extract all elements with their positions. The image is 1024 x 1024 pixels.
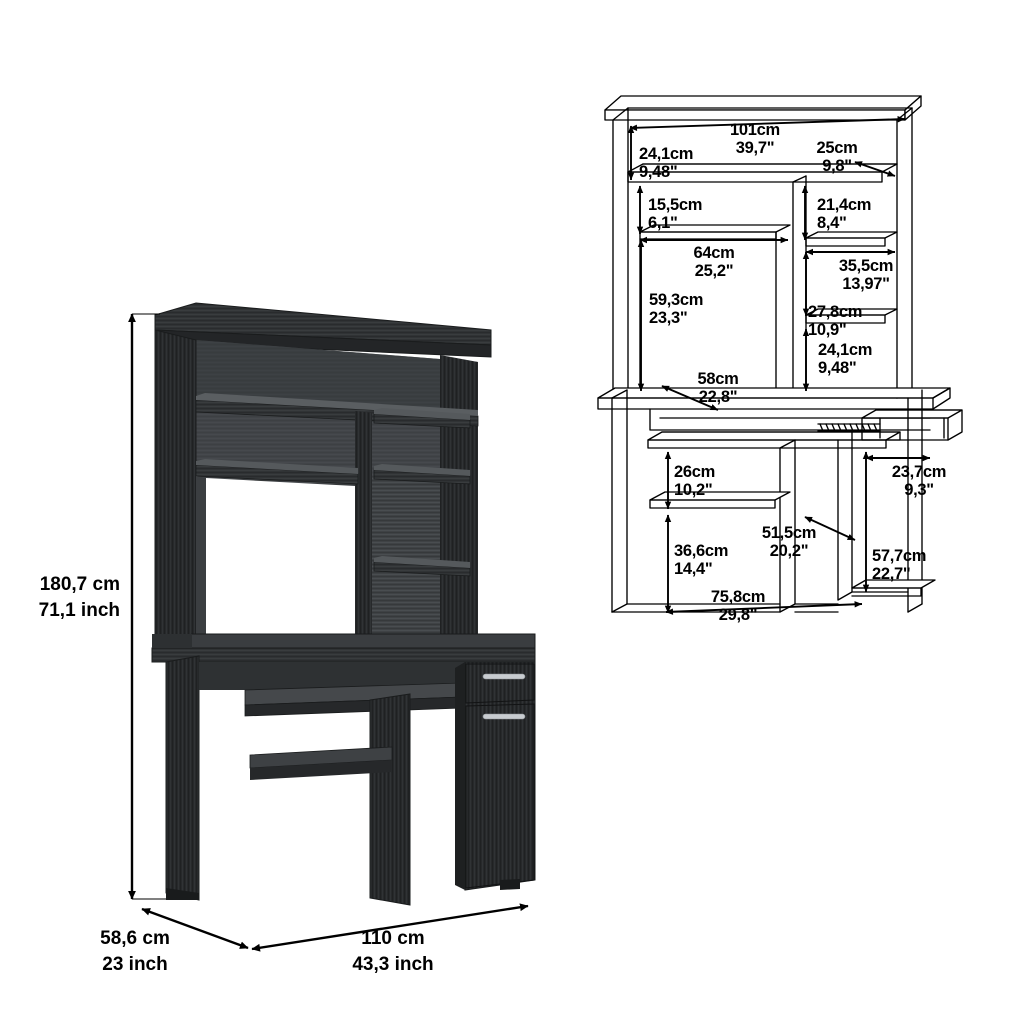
overall-depth-label: 58,6 cm 23 inch (65, 926, 205, 977)
dim-26cm-value: 26cm (674, 463, 716, 481)
dim-label-241cm-bottom: 24,1cm 9,48" (818, 341, 910, 378)
dim-237cm-inch: 9,3" (904, 480, 934, 499)
desk-render-geometry (151, 302, 536, 906)
dim-758cm-inch: 29,8" (718, 605, 758, 624)
dim-64cm-value: 64cm (693, 244, 735, 262)
dim-label-241cm-top: 24,1cm 9,48" (639, 145, 729, 182)
dim-101cm-value: 101cm (730, 121, 780, 139)
render-dimension-arrows (128, 313, 529, 952)
overall-depth-inch: 23 inch (102, 953, 168, 975)
hutch-center-divider (355, 411, 372, 640)
desk-drawer-bottom-handle (482, 713, 526, 720)
dim-label-155cm: 15,5cm 6,1" (648, 196, 734, 233)
dim-58cm-inch: 22,8" (698, 387, 738, 406)
dim-237cm-value: 23,7cm (891, 463, 947, 481)
dim-label-64cm: 64cm 25,2" (660, 244, 768, 281)
depth-dim-line (141, 907, 249, 950)
dim-label-515cm: 51,5cm 20,2" (742, 524, 836, 561)
dim-241cm-top-inch: 9,48" (639, 162, 678, 181)
width-dim-line (251, 903, 529, 952)
dim-label-58cm: 58cm 22,8" (675, 370, 761, 407)
dim-155cm-inch: 6,1" (648, 213, 678, 232)
overall-width-inch: 43,3 inch (352, 953, 434, 975)
dim-58-line (661, 385, 719, 411)
dim-355cm-value: 35,5cm (838, 257, 894, 275)
dim-101-line (629, 116, 906, 131)
dim-214cm-value: 21,4cm (817, 196, 872, 214)
dim-label-26cm: 26cm 10,2" (674, 463, 758, 500)
dim-593cm-inch: 23,3" (649, 308, 688, 327)
dim-515cm-inch: 20,2" (769, 541, 809, 560)
dim-label-278cm: 27,8cm 10,9" (808, 303, 900, 340)
dim-278cm-inch: 10,9" (808, 320, 847, 339)
dim-593cm-value: 59,3cm (649, 291, 704, 309)
overall-width-label: 110 cm 43,3 inch (318, 926, 468, 977)
dim-577cm-inch: 22,7" (872, 564, 911, 583)
dim-25cm-inch: 9,8" (822, 156, 852, 175)
desk-drawer-bottom (465, 703, 535, 889)
dim-241cm-top-value: 24,1cm (639, 145, 694, 163)
hutch-top-board (154, 302, 492, 346)
dim-label-25cm: 25cm 9,8" (800, 139, 874, 176)
dim-101cm-inch: 39,7" (735, 138, 775, 157)
dim-26cm-inch: 10,2" (674, 480, 713, 499)
dim-758-line (665, 601, 863, 615)
desk-cabinet-foot (500, 879, 520, 890)
desk-left-foot (166, 888, 199, 900)
dim-577cm-value: 57,7cm (872, 547, 927, 565)
dim-366cm-inch: 14,4" (674, 559, 713, 578)
dim-58cm-value: 58cm (697, 370, 739, 388)
dim-label-758cm: 75,8cm 29,8" (686, 588, 790, 625)
dim-366cm-value: 36,6cm (674, 542, 729, 560)
line-drawing-geometry (597, 95, 963, 613)
dim-25-line (854, 161, 896, 177)
dim-515-line (804, 516, 856, 541)
overall-width-cm: 110 cm (361, 928, 425, 949)
dim-25cm-value: 25cm (816, 139, 858, 157)
dim-155cm-value: 15,5cm (648, 196, 703, 214)
overall-height-label: 180,7 cm 71,1 inch (10, 572, 120, 623)
overall-height-cm: 180,7 cm (39, 574, 120, 595)
dim-355cm-inch: 13,97" (842, 274, 890, 293)
desk-apron (199, 662, 465, 690)
dim-758cm-value: 75,8cm (710, 588, 766, 606)
dim-label-214cm: 21,4cm 8,4" (817, 196, 903, 233)
dim-241cm-bottom-inch: 9,48" (818, 358, 857, 377)
desk-cabinet-side (455, 662, 465, 890)
dim-label-101cm: 101cm 39,7" (700, 121, 810, 158)
dim-label-593cm: 59,3cm 23,3" (649, 291, 741, 328)
dim-515cm-value: 51,5cm (761, 524, 817, 542)
dim-label-355cm: 35,5cm 13,97" (818, 257, 914, 294)
dim-241cm-bottom-value: 24,1cm (818, 341, 873, 359)
dim-214cm-inch: 8,4" (817, 213, 847, 232)
dim-64cm-inch: 25,2" (694, 261, 734, 280)
hutch-open-cubby (206, 478, 355, 640)
desk-drawer-top-handle (482, 673, 526, 680)
overall-depth-cm: 58,6 cm (100, 928, 170, 949)
technical-dimension-arrows (627, 116, 931, 615)
dim-278cm-value: 27,8cm (808, 303, 863, 321)
dim-label-237cm: 23,7cm 9,3" (872, 463, 966, 500)
dim-label-577cm: 57,7cm 22,7" (872, 547, 966, 584)
dim-label-366cm: 36,6cm 14,4" (674, 542, 766, 579)
overall-height-inch: 71,1 inch (38, 599, 120, 621)
